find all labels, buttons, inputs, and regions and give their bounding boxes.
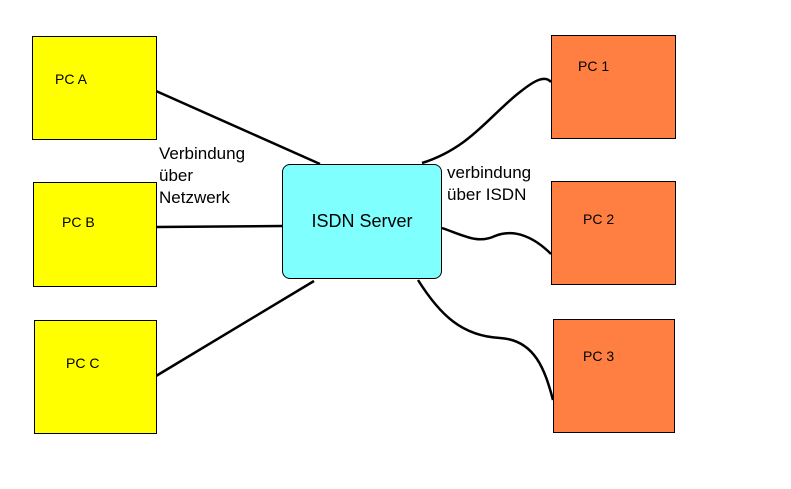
node-pc-3: PC 3 [553,319,675,433]
edge-server-pc-2 [441,226,552,255]
network-connection-note: Verbindung über Netzwerk [159,143,245,209]
isdn-note-line-1: verbindung [447,163,532,182]
node-isdn-server-label: ISDN Server [311,211,413,231]
node-pc-2-label: PC 2 [583,211,615,227]
isdn-connection-note: verbindung über ISDN [447,162,531,206]
network-note-line-1: Verbindung [159,144,246,163]
node-pc-1-label: PC 1 [578,58,610,74]
edge-server-pc-1 [421,77,552,165]
node-pc-c: PC C [34,320,157,434]
node-pc-3-label: PC 3 [583,348,615,364]
node-pc-a: PC A [32,36,157,140]
node-pc-2: PC 2 [551,181,676,285]
node-pc-b-label: PC B [62,214,95,230]
edge-server-pc-3 [416,279,555,401]
isdn-note-line-2: über ISDN [447,185,527,204]
node-pc-a-label: PC A [55,71,87,87]
network-note-line-3: Netzwerk [159,188,230,207]
node-pc-c-label: PC C [66,355,100,371]
edge-pc-c-server [155,279,315,378]
network-note-line-2: über [159,166,194,185]
edge-pc-b-server [155,224,283,229]
node-pc-1: PC 1 [551,35,676,139]
node-isdn-server: ISDN Server [282,164,442,279]
node-pc-b: PC B [33,182,157,287]
